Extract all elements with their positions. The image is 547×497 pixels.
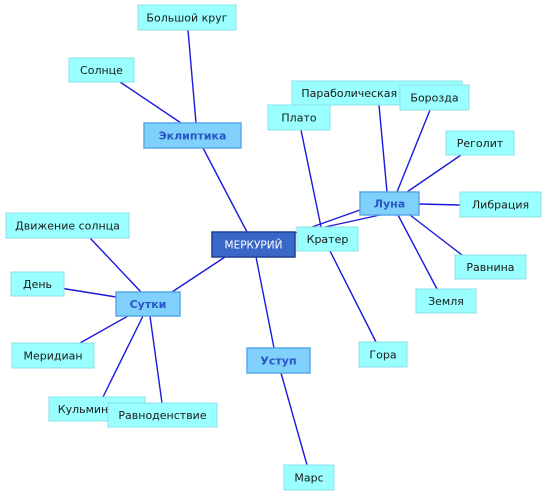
leaf-node-mars[interactable]: Марс [283,464,335,491]
leaf-label-daytime: День [23,278,52,291]
hub-node-moon[interactable]: Луна [359,191,420,216]
leaf-box-mountain [358,341,408,368]
leaf-box-daytime [10,271,65,297]
leaf-box-great-circle [137,4,237,31]
leaf-box-regolith [445,130,515,156]
hub-node-ecliptic[interactable]: Эклиптика [143,122,242,149]
leaf-label-meridian: Меридиан [23,350,82,363]
leaf-label-sun: Солнце [80,64,123,77]
edge-day-to-sun-motion [89,237,142,293]
leaf-node-earth[interactable]: Земля [415,288,477,314]
hub-node-day[interactable]: Сутки [115,291,181,317]
leaf-box-libration [459,191,542,218]
hub-box-ecliptic [143,122,242,149]
edge-moon-to-parabolic-velocity [378,104,388,193]
leaf-node-sun[interactable]: Солнце [68,57,135,83]
hub-label-day: Сутки [130,298,167,311]
leaf-label-plateau: Плато [281,112,316,125]
edge-moon-to-crater [324,214,381,228]
edge-crater-to-mountain [329,250,377,343]
root-node-mercury[interactable]: МЕРКУРИЙ [211,231,296,258]
leaf-node-regolith[interactable]: Реголит [445,130,515,156]
leaf-box-sun [68,57,135,83]
hub-label-ecliptic: Эклиптика [159,130,227,143]
edge-layer [59,29,463,466]
edge-day-to-equinox [149,315,163,404]
root-box-mercury [211,231,296,258]
edge-moon-to-regolith [406,154,462,193]
leaf-label-crater: Кратер [307,233,349,246]
hub-label-moon: Луна [374,198,405,211]
leaf-label-furrow: Борозда [410,92,458,105]
leaf-label-mars: Марс [294,472,323,485]
edge-scarp-to-mars [280,372,308,466]
edge-moon-to-plain [409,214,463,256]
edge-moon-to-libration [418,203,461,206]
leaf-node-furrow[interactable]: Борозда [399,84,470,111]
leaf-label-regolith: Реголит [457,137,504,150]
leaf-label-equinox: Равноденствие [118,409,206,422]
edge-ecliptic-to-great-circle [187,29,197,124]
edge-mercury-to-ecliptic [202,147,248,233]
hub-box-moon [359,191,420,216]
leaf-box-plateau [267,104,331,131]
hub-label-scarp: Уступ [260,355,296,368]
leaf-label-earth: Земля [428,295,464,308]
leaf-box-earth [415,288,477,314]
edge-mercury-to-day [171,256,226,293]
edge-ecliptic-to-sun [119,81,182,124]
hub-node-scarp[interactable]: Уступ [246,347,311,374]
leaf-node-great-circle[interactable]: Большой круг [137,4,237,31]
hub-box-scarp [246,347,311,374]
leaf-node-sun-motion[interactable]: Движение солнца [5,212,130,239]
leaf-label-mountain: Гора [369,349,396,362]
leaf-node-plain[interactable]: Равнина [454,254,527,280]
leaf-box-meridian [11,342,95,369]
edge-moon-to-furrow [396,109,431,193]
edge-day-to-meridian [79,315,129,344]
leaf-node-mountain[interactable]: Гора [358,341,408,368]
leaf-label-libration: Либрация [472,199,529,212]
edge-moon-to-earth [397,214,438,290]
leaf-label-great-circle: Большой круг [146,12,227,25]
edge-mercury-to-scarp [255,256,275,349]
edge-day-to-daytime [59,287,117,298]
root-label-mercury: МЕРКУРИЙ [225,239,283,252]
leaf-box-mars [283,464,335,491]
hub-box-day [115,291,181,317]
leaf-node-plateau[interactable]: Плато [267,104,331,131]
leaf-node-daytime[interactable]: День [10,271,65,297]
leaf-box-sun-motion [5,212,130,239]
leaf-node-equinox[interactable]: Равноденствие [107,402,218,428]
leaf-box-crater [296,226,359,252]
leaf-node-meridian[interactable]: Меридиан [11,342,95,369]
edge-day-to-culmination [102,315,144,398]
leaf-node-crater[interactable]: Кратер [296,226,359,252]
leaf-node-libration[interactable]: Либрация [459,191,542,218]
leaf-label-sun-motion: Движение солнца [15,220,120,233]
leaf-box-equinox [107,402,218,428]
leaf-box-furrow [399,84,470,111]
edge-crater-to-plateau [300,129,322,228]
leaf-box-plain [454,254,527,280]
leaf-label-plain: Равнина [466,261,514,274]
